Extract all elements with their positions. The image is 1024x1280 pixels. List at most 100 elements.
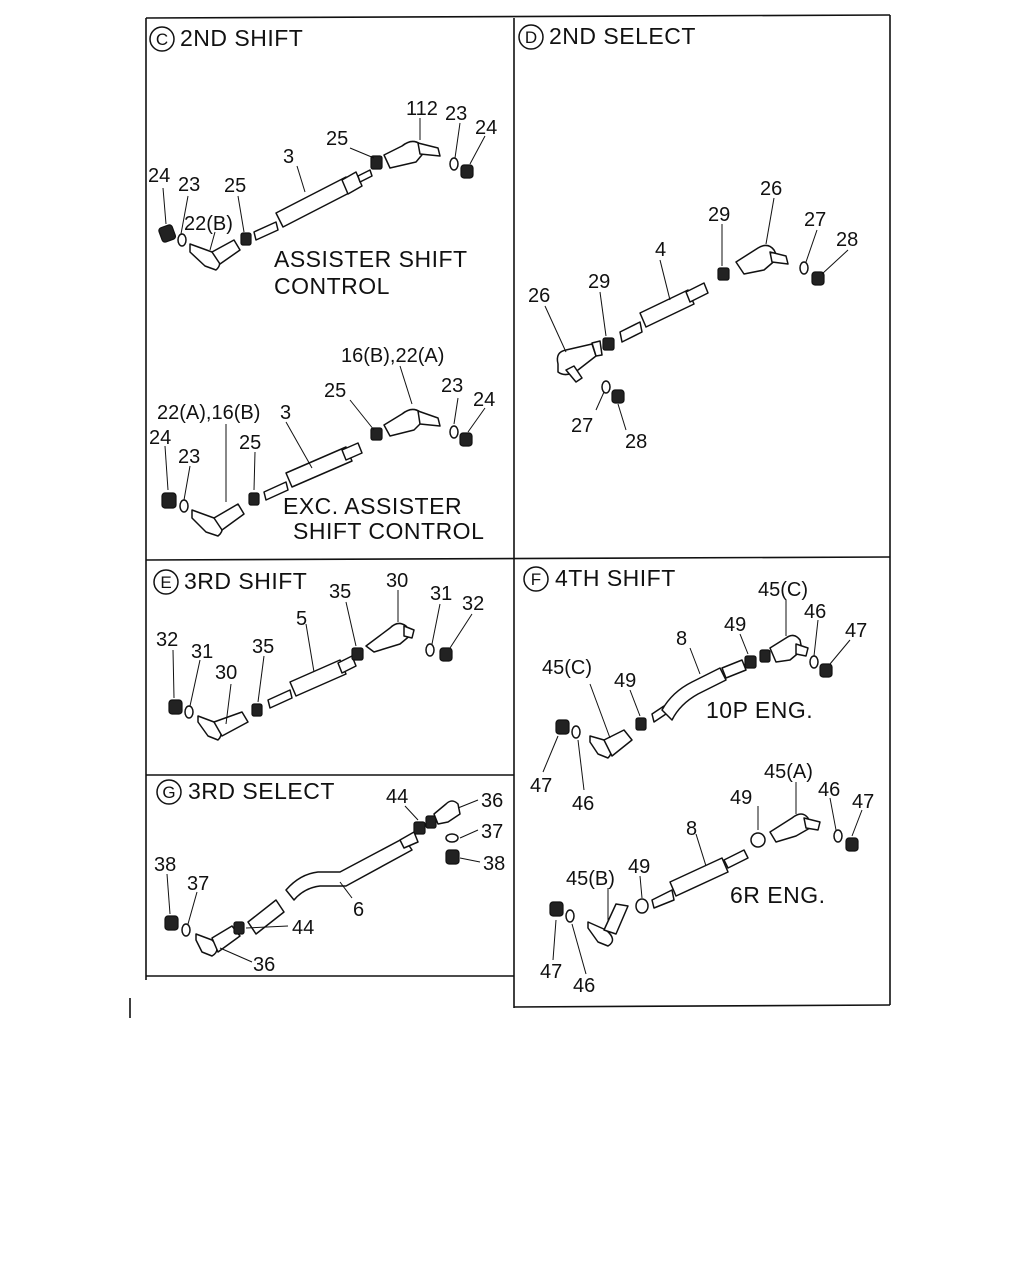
- section-d-heading: 2ND SELECT: [549, 23, 696, 49]
- part-number-label: 23: [178, 174, 200, 196]
- part-number-label: 22(A),16(B): [157, 402, 260, 424]
- section-d-title: D 2ND SELECT: [518, 23, 696, 50]
- part-number-label: 36: [253, 954, 275, 976]
- part-number-label: 24: [149, 427, 171, 449]
- part-number-label: 24: [475, 117, 497, 139]
- section-e-heading: 3RD SHIFT: [184, 568, 307, 594]
- part-number-label: 45(A): [764, 761, 813, 783]
- assembly-c2: [161, 365, 486, 537]
- part-number-label: 112: [406, 98, 438, 120]
- part-number-label: 49: [628, 856, 650, 878]
- part-number-label: 30: [215, 662, 237, 684]
- part-number-label: 44: [386, 786, 408, 808]
- assembly-g: [164, 799, 481, 963]
- assembly-c1: [158, 118, 486, 271]
- part-number-label: 47: [845, 620, 867, 642]
- part-number-label: 31: [430, 583, 452, 605]
- part-number-label: 47: [852, 791, 874, 813]
- part-number-label: 29: [588, 271, 610, 293]
- labels-f-6r: 45(A) 46 47 49 8 45(B) 49 47 46: [540, 761, 874, 997]
- assembly-f-6r: [549, 782, 863, 975]
- part-number-label: 46: [804, 601, 826, 623]
- part-number-label: 26: [528, 285, 550, 307]
- part-number-label: 49: [730, 787, 752, 809]
- section-c-title: C 2ND SHIFT: [149, 25, 303, 52]
- labels-e: 32 31 30 35 5 35 30 31 32: [156, 570, 484, 684]
- section-c-letter: C: [156, 30, 168, 49]
- part-number-label: 49: [614, 670, 636, 692]
- section-g-letter: G: [162, 783, 175, 802]
- assembly-e: [168, 590, 473, 741]
- part-number-label: 47: [530, 775, 552, 797]
- part-number-label: 35: [329, 581, 351, 603]
- assembly-f-10p: [542, 600, 851, 791]
- part-number-label: 27: [804, 209, 826, 231]
- labels-d: 26 29 4 29 26 27 28 27 28: [528, 178, 858, 453]
- part-number-label: 44: [292, 917, 314, 939]
- part-number-label: 47: [540, 961, 562, 983]
- section-f-title: F 4TH SHIFT: [523, 565, 676, 592]
- part-number-label: 35: [252, 636, 274, 658]
- section-e-title: E 3RD SHIFT: [153, 568, 307, 595]
- section-g-heading: 3RD SELECT: [188, 778, 335, 804]
- caption-exc-2: SHIFT CONTROL: [293, 518, 484, 544]
- part-number-label: 25: [224, 175, 246, 197]
- part-number-label: 46: [818, 779, 840, 801]
- part-number-label: 29: [708, 204, 730, 226]
- assembly-d: [544, 197, 849, 431]
- part-number-label: 8: [676, 628, 687, 650]
- part-number-label: 37: [481, 821, 503, 843]
- labels-f-10p: 45(C) 46 47 49 8 45(C) 49 47 46: [530, 579, 867, 815]
- part-number-label: 32: [462, 593, 484, 615]
- part-number-label: 24: [148, 165, 170, 187]
- section-d-letter: D: [525, 28, 537, 47]
- part-number-label: 5: [296, 608, 307, 630]
- caption-assister-2: CONTROL: [274, 273, 390, 299]
- labels-g: 44 36 37 38 38 37 6 44 36: [154, 786, 505, 976]
- part-number-label: 32: [156, 629, 178, 651]
- part-number-label: 27: [571, 415, 593, 437]
- part-number-label: 45(C): [758, 579, 808, 601]
- section-f-letter: F: [531, 570, 541, 589]
- part-number-label: 31: [191, 641, 213, 663]
- section-e-letter: E: [160, 573, 171, 592]
- labels-c1: 24 23 22(B) 25 3 25 112 23 24: [148, 98, 497, 235]
- caption-6r-eng: 6R ENG.: [730, 882, 826, 908]
- part-number-label: 25: [326, 128, 348, 150]
- part-number-label: 6: [353, 899, 364, 921]
- part-number-label: 23: [441, 375, 463, 397]
- part-number-label: 28: [836, 229, 858, 251]
- section-g-title: G 3RD SELECT: [156, 778, 335, 805]
- caption-exc-1: EXC. ASSISTER: [283, 493, 462, 519]
- part-number-label: 46: [573, 975, 595, 997]
- part-number-label: 25: [324, 380, 346, 402]
- part-number-label: 4: [655, 239, 666, 261]
- labels-c2: 16(B),22(A) 22(A),16(B) 3 25 23 24 24 23…: [149, 345, 495, 468]
- part-number-label: 38: [483, 853, 505, 875]
- part-number-label: 25: [239, 432, 261, 454]
- part-number-label: 45(C): [542, 657, 592, 679]
- caption-10p-eng: 10P ENG.: [706, 697, 813, 723]
- section-f-heading: 4TH SHIFT: [555, 565, 676, 591]
- part-number-label: 22(B): [184, 213, 233, 235]
- frames: [129, 14, 891, 1018]
- part-number-label: 37: [187, 873, 209, 895]
- part-number-label: 23: [178, 446, 200, 468]
- part-number-label: 8: [686, 818, 697, 840]
- part-number-label: 23: [445, 103, 467, 125]
- part-number-label: 30: [386, 570, 408, 592]
- part-number-label: 3: [280, 402, 291, 424]
- part-number-label: 3: [283, 146, 294, 168]
- part-number-label: 46: [572, 793, 594, 815]
- caption-assister-1: ASSISTER SHIFT: [274, 246, 468, 272]
- part-number-label: 49: [724, 614, 746, 636]
- part-number-label: 36: [481, 790, 503, 812]
- part-number-label: 24: [473, 389, 495, 411]
- part-number-label: 28: [625, 431, 647, 453]
- part-number-label: 26: [760, 178, 782, 200]
- section-c-heading: 2ND SHIFT: [180, 25, 303, 51]
- part-number-label: 16(B),22(A): [341, 345, 444, 367]
- part-number-label: 38: [154, 854, 176, 876]
- part-number-label: 45(B): [566, 868, 615, 890]
